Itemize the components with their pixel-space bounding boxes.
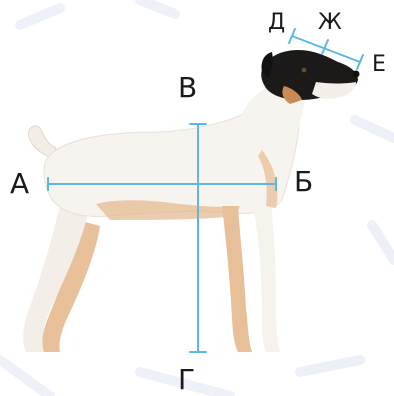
head-line-tick-left (288, 28, 296, 44)
head-line-tick-middle (321, 39, 329, 55)
dog-cheek-tan (282, 86, 302, 104)
dog-tail (28, 125, 57, 159)
dog-eye (301, 67, 307, 73)
dog-ear (261, 52, 273, 78)
dog-front-leg-near (252, 196, 280, 352)
label-a: А (10, 167, 30, 200)
label-zh: Ж (318, 10, 342, 35)
label-e: Е (372, 52, 386, 77)
label-d: Д (268, 10, 286, 35)
label-g: Г (178, 363, 196, 396)
dog-front-leg-far (222, 206, 252, 352)
label-b: Б (294, 165, 314, 198)
dog-muzzle (312, 82, 356, 99)
dog-chest-shading (258, 150, 278, 208)
dog-rear-leg-far (41, 220, 100, 352)
label-v: В (178, 71, 198, 104)
measurement-lines (47, 28, 364, 353)
dog-belly-shading (96, 200, 240, 220)
dog-rear-leg-near (23, 205, 88, 352)
head-line-tick-right (356, 54, 364, 70)
dog-body (23, 50, 360, 352)
head-length-line (291, 35, 361, 63)
dog-nose (352, 70, 360, 78)
